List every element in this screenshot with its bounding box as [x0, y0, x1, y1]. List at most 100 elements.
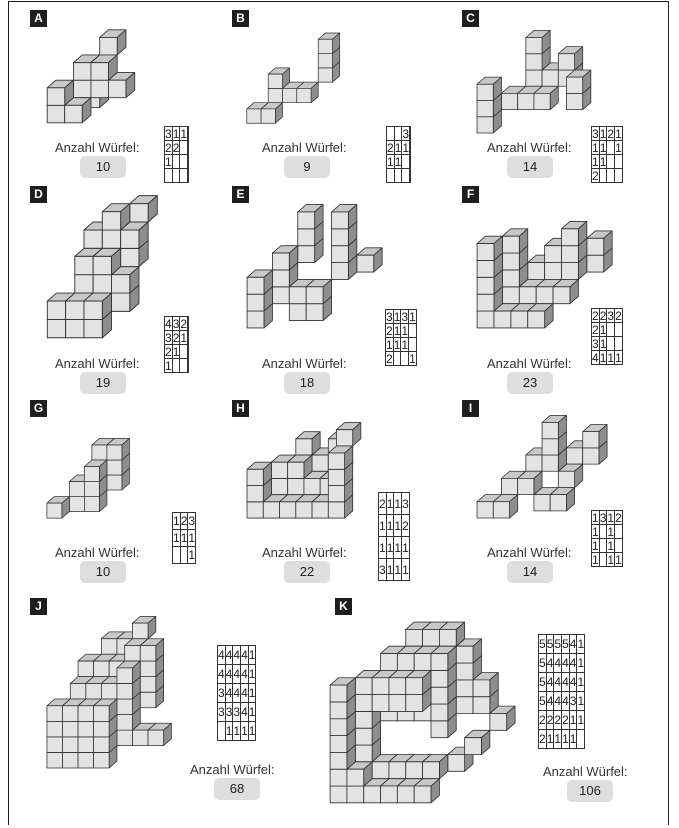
grid-cell	[188, 127, 189, 141]
grid-row: 1	[165, 155, 189, 169]
grid-row: 3	[387, 127, 411, 141]
grid-cell: 5	[546, 635, 554, 654]
grid-cell	[607, 323, 615, 337]
grid-row: 222211	[539, 711, 585, 730]
cube	[107, 438, 130, 460]
grid-cell	[607, 337, 615, 351]
count-label: Anzahl Würfel:	[55, 140, 140, 155]
grid-cell	[599, 539, 607, 553]
grid-cell: 3	[592, 337, 600, 351]
grid-cell: 1	[172, 127, 180, 141]
cube	[140, 639, 163, 661]
grid-cell: 1	[615, 553, 623, 567]
grid-row: 1	[165, 359, 189, 373]
count-label: Anzahl Würfel:	[487, 356, 572, 371]
cube	[357, 248, 382, 272]
grid-cell: 1	[599, 155, 607, 169]
grid-cell: 1	[592, 539, 600, 553]
grid-cell: 2	[592, 169, 600, 183]
grid-cell	[607, 169, 615, 183]
count-label: Anzahl Würfel:	[55, 356, 140, 371]
grid-cell: 4	[241, 646, 249, 665]
grid-cell: 4	[225, 665, 233, 684]
grid-cell: 1	[615, 351, 623, 365]
grid-cell: 1	[607, 553, 615, 567]
grid-cell: 4	[241, 703, 249, 722]
grid-cell: 2	[554, 711, 562, 730]
cube	[439, 622, 464, 646]
grid-cell: 4	[225, 646, 233, 665]
grid-cell	[401, 352, 409, 366]
grid-cell	[173, 547, 181, 564]
grid-row: 555541	[539, 635, 585, 654]
grid-row: 2	[592, 169, 623, 183]
cube	[566, 70, 590, 93]
grid-cell	[607, 155, 615, 169]
height-grid: 55554154444154444154443122221121111	[538, 634, 585, 749]
grid-cell: 1	[401, 338, 409, 352]
grid-cell: 1	[394, 141, 402, 155]
grid-cell: 3	[165, 127, 173, 141]
grid-cell: 1	[554, 730, 562, 749]
cube	[332, 205, 357, 229]
grid-cell	[218, 722, 226, 741]
cube	[117, 661, 140, 683]
grid-cell: 1	[592, 553, 600, 567]
grid-cell: 2	[615, 511, 623, 525]
cube-figure	[45, 25, 160, 125]
height-grid: 3121111112	[591, 126, 623, 183]
grid-cell: 1	[577, 692, 585, 711]
grid-cell: 2	[402, 515, 410, 537]
grid-cell	[188, 141, 189, 155]
cube	[102, 204, 130, 230]
grid-row: 21	[165, 345, 189, 359]
grid-cell: 1	[409, 352, 417, 366]
grid-cell: 5	[539, 692, 547, 711]
grid-cell: 2	[592, 323, 600, 337]
grid-cell: 5	[539, 673, 547, 692]
grid-cell: 1	[386, 559, 394, 581]
grid-row: 211	[387, 141, 411, 155]
grid-cell: 4	[241, 684, 249, 703]
cube	[130, 196, 158, 222]
grid-cell: 3	[188, 513, 196, 530]
cube	[558, 47, 582, 70]
grid-row	[165, 169, 189, 183]
grid-cell	[599, 553, 607, 567]
grid-cell: 2	[172, 141, 180, 155]
cube	[526, 30, 550, 53]
grid-cell: 5	[539, 654, 547, 673]
grid-cell	[410, 169, 411, 183]
grid-cell: 4	[241, 665, 249, 684]
grid-cell: 5	[554, 635, 562, 654]
grid-cell: 1	[599, 323, 607, 337]
grid-row: 111	[386, 338, 417, 352]
grid-cell: 4	[554, 673, 562, 692]
height-grid: 13121111111	[591, 510, 623, 567]
cube	[534, 86, 558, 109]
grid-cell: 1	[546, 730, 554, 749]
grid-cell: 2	[386, 352, 394, 366]
grid-cell: 3	[402, 493, 410, 515]
cube	[336, 423, 360, 446]
grid-cell	[394, 169, 402, 183]
grid-cell: 2	[165, 345, 173, 359]
cube	[518, 471, 542, 494]
cube	[328, 446, 352, 469]
cube-figure	[45, 615, 195, 770]
grid-cell: 1	[577, 673, 585, 692]
cube	[553, 279, 578, 303]
cube	[306, 279, 331, 303]
cube	[477, 236, 502, 260]
cube	[431, 646, 456, 670]
grid-cell: 1	[180, 127, 188, 141]
